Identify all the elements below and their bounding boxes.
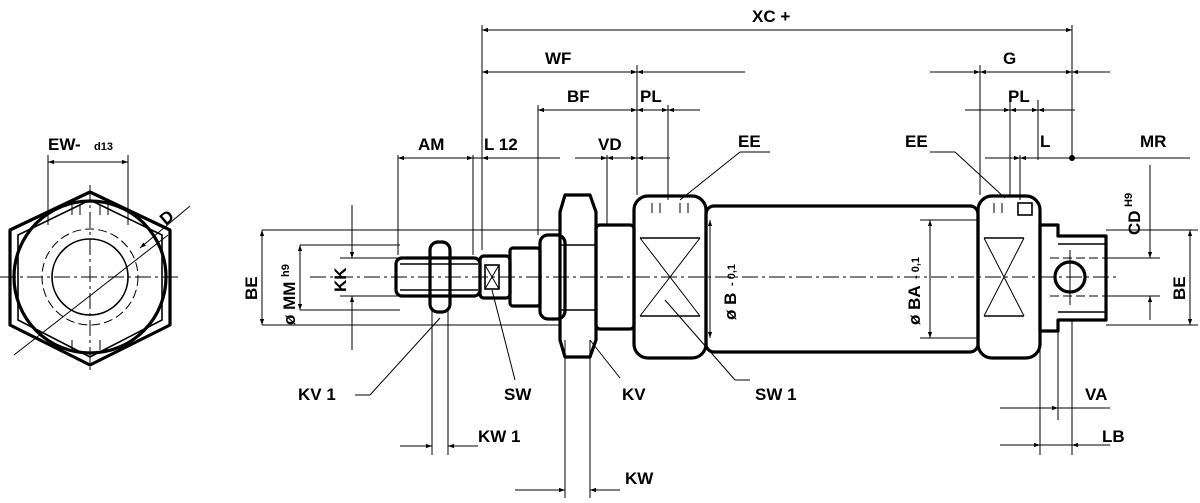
label-mm: ø MM [280,282,299,325]
label-mr: MR [1140,132,1166,151]
label-ee-left: EE [738,132,761,151]
label-vd: VD [598,135,622,154]
label-am: AM [418,135,444,154]
label-pl-right: PL [1008,87,1030,106]
label-be-left: BE [242,276,261,300]
label-cd: CD [1125,210,1144,235]
label-xc: XC + [752,7,790,26]
rear-clevis [1038,223,1108,333]
cylinder-barrel [704,204,980,354]
label-bf: BF [567,87,590,106]
label-wf: WF [545,49,571,68]
label-kk: KK [331,267,350,292]
label-kv: KV [622,385,646,404]
end-view [0,155,191,370]
label-ba: ø BA [905,285,924,325]
label-sw: SW [504,385,532,404]
label-g: G [1003,49,1016,68]
label-mm-sub: h9 [280,264,292,277]
label-l12: L 12 [484,135,518,154]
label-l: L [1040,132,1050,151]
label-b-sub: - 0,1 [726,264,738,286]
label-kw: KW [625,469,654,488]
label-lb: LB [1102,427,1125,446]
label-ee-right: EE [905,132,928,151]
label-ew: EW- [48,135,81,154]
dimension-lines [259,25,1198,498]
label-sw1: SW 1 [755,385,797,404]
label-ba-sub: - 0,1 [910,257,922,279]
hex-nut-outline [8,190,172,367]
label-pl-left: PL [640,87,662,106]
cylinder-side-view [310,193,1120,360]
label-kw1: KW 1 [478,427,521,446]
label-b: ø B [721,293,740,320]
label-be-right: BE [1170,276,1189,300]
label-va: VA [1085,385,1107,404]
rod-nut [428,240,452,314]
label-cd-sub: H9 [1123,193,1135,207]
label-kv1: KV 1 [298,385,336,404]
label-ew-sub: d13 [94,141,113,153]
